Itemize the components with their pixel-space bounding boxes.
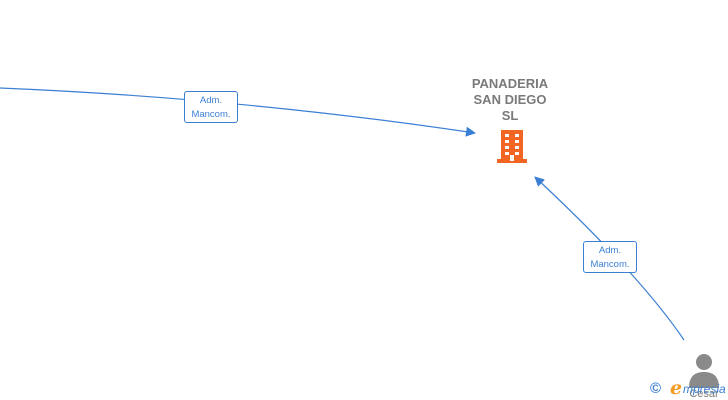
- person-name[interactable]: Cesar: [689, 388, 719, 400]
- edge-line-left-to-company[interactable]: [0, 87, 476, 137]
- edge-label-line-1: Adm.: [598, 245, 622, 256]
- edge-label-adm-mancom[interactable]: Adm. Mancom.: [184, 91, 238, 123]
- brand-name: mpresia: [683, 382, 726, 396]
- edge-label-line-1: Adm.: [199, 95, 223, 106]
- person-icon[interactable]: [688, 352, 720, 388]
- company-name-line-2: SAN DIEGO: [473, 92, 547, 107]
- edge-label-adm-mancom-person[interactable]: Adm. Mancom.: [583, 241, 637, 273]
- copyright-symbol: ©: [650, 380, 662, 397]
- company-name-line-1: PANADERIA: [471, 76, 549, 91]
- building-icon[interactable]: [495, 128, 529, 164]
- company-name-line-3: SL: [501, 108, 519, 123]
- brand-initial: e: [670, 377, 683, 399]
- edge-label-line-2: Mancom.: [590, 259, 630, 270]
- company-name[interactable]: PANADERIA SAN DIEGO SL: [460, 76, 560, 124]
- edge-label-line-2: Mancom.: [191, 109, 231, 120]
